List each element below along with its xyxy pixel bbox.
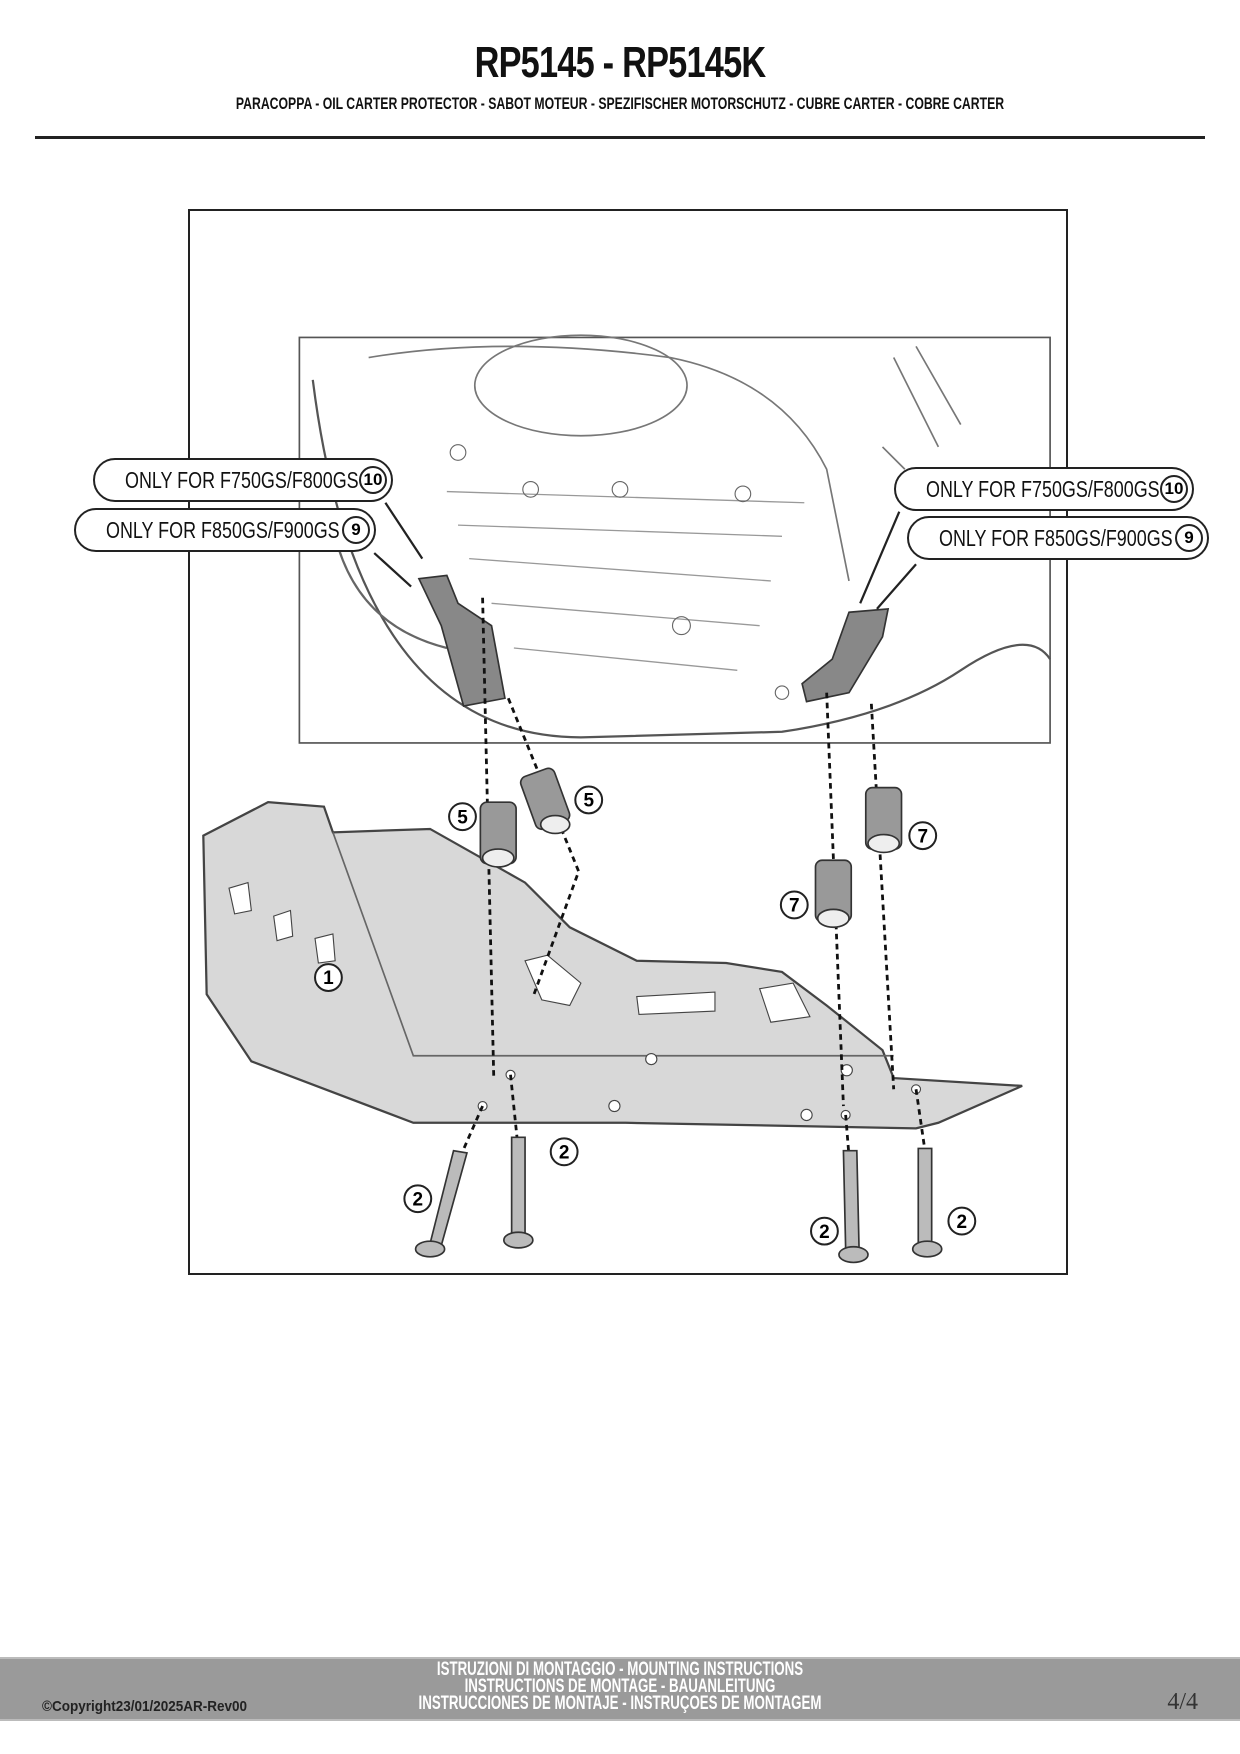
callout-left-f850-f900: ONLY FOR F850GS/F900GS 9 [74,508,376,552]
callout-part-number: 10 [1160,475,1188,503]
page-number: 4/4 [1167,1689,1198,1715]
footer-band: ISTRUZIONI DI MONTAGGIO - MOUNTING INSTR… [0,1657,1240,1721]
part-7-label: 7 [789,896,800,917]
part-7-label: 7 [917,826,928,847]
part-5-label: 5 [457,807,468,828]
callout-part-number: 9 [1175,524,1203,552]
part-5-label: 5 [583,791,594,812]
callout-text: ONLY FOR F850GS/F900GS [106,516,340,543]
part-2-label: 2 [559,1143,570,1164]
part-2-label: 2 [957,1212,968,1233]
header-divider [35,136,1205,139]
callout-right-f750-f800: ONLY FOR F750GS/F800GS 10 [894,467,1194,511]
diagram-frame [188,209,1068,1275]
assembly-guide-lines [456,597,927,1163]
callout-part-number: 10 [359,466,387,494]
footer-instructions: ISTRUZIONI DI MONTAGGIO - MOUNTING INSTR… [0,1659,1240,1714]
spacers [479,767,903,929]
document-title: RP5145 - RP5145K [474,38,767,87]
callout-left-f750-f800: ONLY FOR F750GS/F800GS 10 [93,458,393,502]
footer-line: INSTRUCCIONES DE MONTAJE - INSTRUÇOES DE… [418,1693,822,1714]
callout-text: ONLY FOR F750GS/F800GS [926,475,1160,502]
document-subtitle: PARACOPPA - OIL CARTER PROTECTOR - SABOT… [235,94,1005,113]
part-2-label: 2 [819,1222,830,1243]
part-numbers: 1 5 5 7 7 2 2 2 2 [314,785,977,1246]
copyright-text: ©Copyright23/01/2025AR-Rev00 [42,1698,248,1715]
callout-part-number: 9 [342,516,370,544]
skid-plate [202,801,1023,1130]
part-1-label: 1 [323,968,334,989]
bolts [414,1136,943,1264]
part-2-label: 2 [413,1189,424,1210]
footer-line: INSTRUCTIONS DE MONTAGE - BAUANLEITUNG [464,1676,776,1697]
callout-text: ONLY FOR F750GS/F800GS [125,466,359,493]
callout-right-f850-f900: ONLY FOR F850GS/F900GS 9 [907,516,1209,560]
footer-line: ISTRUZIONI DI MONTAGGIO - MOUNTING INSTR… [436,1659,804,1680]
callout-text: ONLY FOR F850GS/F900GS [939,524,1173,551]
